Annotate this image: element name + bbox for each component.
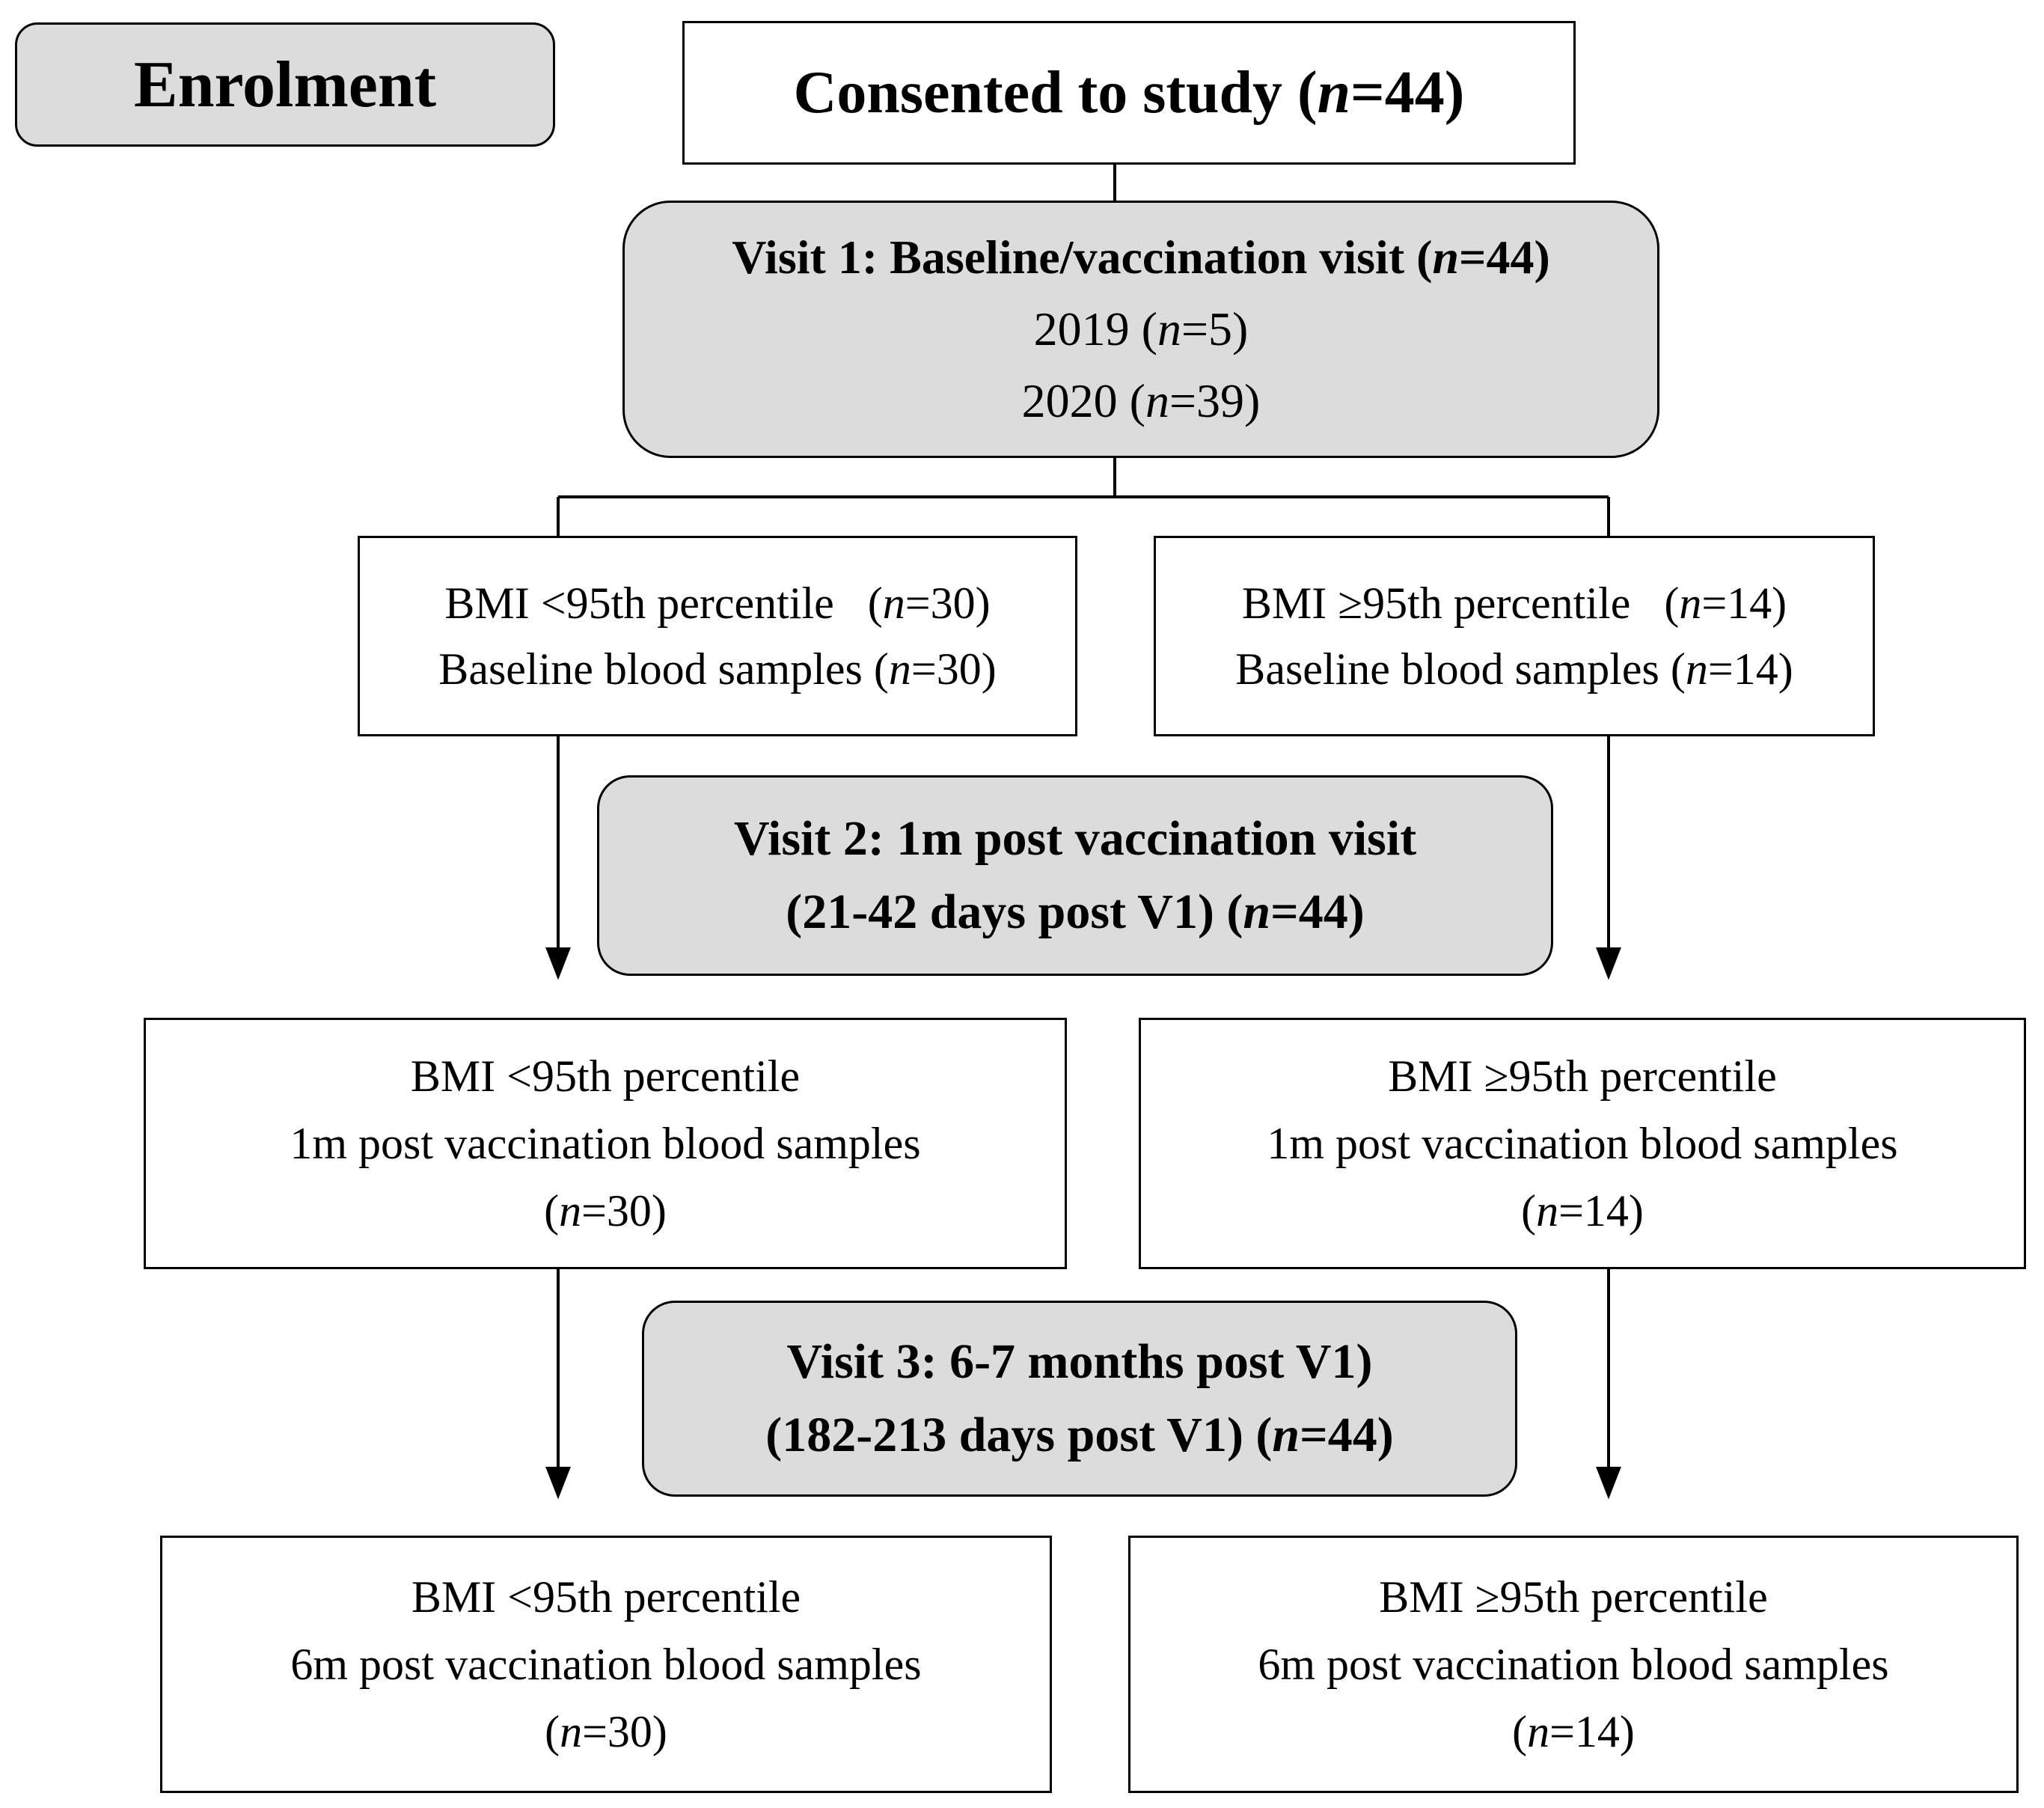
consented-text: Consented to study (n=44) [793, 59, 1465, 126]
baseline-high-bmi-box: BMI ≥95th percentile (n=14) Baseline blo… [1154, 536, 1875, 736]
baseline-low-bmi-box: BMI <95th percentile (n=30) Baseline blo… [358, 536, 1077, 736]
onem-high-bmi-box: BMI ≥95th percentile 1m post vaccination… [1139, 1018, 2026, 1269]
visit2-title: Visit 2: 1m post vaccination visit [733, 811, 1417, 866]
onem-low-bmi-box: BMI <95th percentile 1m post vaccination… [144, 1018, 1067, 1269]
sixm-low-bmi-label: BMI <95th percentile [411, 1572, 801, 1622]
onem-high-samples-label: 1m post vaccination blood samples [1267, 1119, 1898, 1168]
enrolment-label-box: Enrolment [15, 22, 555, 147]
onem-low-count: (n=30) [544, 1186, 667, 1236]
sixm-low-count: (n=30) [545, 1707, 667, 1756]
visit3-window: (182-213 days post V1) (n=44) [765, 1408, 1394, 1462]
onem-high-count: (n=14) [1521, 1186, 1644, 1236]
sixm-high-count: (n=14) [1512, 1707, 1635, 1756]
enrolment-label: Enrolment [133, 48, 437, 121]
baseline-low-samples-label: Baseline blood samples (n=30) [438, 644, 997, 694]
visit3-title: Visit 3: 6-7 months post V1) [786, 1334, 1373, 1389]
arrowhead-1m-low [545, 1467, 571, 1500]
visit1-title: Visit 1: Baseline/vaccination visit (n=4… [732, 230, 1550, 284]
sixm-high-bmi-box: BMI ≥95th percentile 6m post vaccination… [1128, 1536, 2019, 1793]
arrowhead-baseline-low [545, 947, 571, 980]
baseline-high-samples-label: Baseline blood samples (n=14) [1235, 644, 1793, 694]
visit2-box: Visit 2: 1m post vaccination visit (21-4… [597, 775, 1553, 976]
visit1-2020-count: 2020 (n=39) [1021, 374, 1261, 427]
sixm-low-samples-label: 6m post vaccination blood samples [290, 1640, 922, 1689]
sixm-high-samples-label: 6m post vaccination blood samples [1258, 1640, 1889, 1689]
visit1-2019-count: 2019 (n=5) [1033, 302, 1249, 355]
consented-box: Consented to study (n=44) [682, 21, 1576, 165]
arrowhead-1m-high [1596, 1467, 1621, 1500]
sixm-low-bmi-box: BMI <95th percentile 6m post vaccination… [160, 1536, 1052, 1793]
baseline-low-bmi-label: BMI <95th percentile (n=30) [444, 578, 991, 628]
onem-high-bmi-label: BMI ≥95th percentile [1388, 1051, 1777, 1101]
sixm-high-bmi-label: BMI ≥95th percentile [1379, 1572, 1768, 1622]
onem-low-samples-label: 1m post vaccination blood samples [290, 1119, 921, 1168]
onem-low-bmi-label: BMI <95th percentile [410, 1051, 801, 1101]
visit2-window: (21-42 days post V1) (n=44) [786, 885, 1365, 939]
baseline-high-bmi-label: BMI ≥95th percentile (n=14) [1241, 578, 1787, 628]
visit1-box: Visit 1: Baseline/vaccination visit (n=4… [622, 201, 1659, 458]
arrowhead-baseline-high [1596, 947, 1621, 980]
visit3-box: Visit 3: 6-7 months post V1) (182-213 da… [642, 1301, 1517, 1497]
